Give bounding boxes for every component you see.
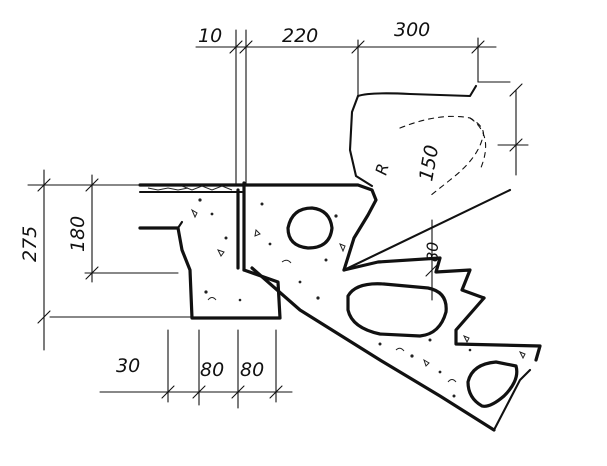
dim-bottom-80-left: 80 [200, 359, 224, 381]
dim-bottom-80-right: 80 [240, 359, 264, 381]
dim-top-220: 220 [282, 25, 318, 47]
upper-step-outline [348, 84, 487, 197]
stair-body-outline [138, 181, 542, 432]
dim-radius-r: R [372, 161, 393, 177]
dim-right-150: 150 [415, 143, 443, 183]
dimension-lines [27, 29, 529, 409]
oval-void [346, 282, 448, 338]
dim-left-180: 180 [67, 216, 89, 252]
concrete-texture [147, 185, 526, 398]
dim-top-10: 10 [198, 25, 222, 47]
lower-void [466, 360, 519, 408]
dim-bottom-30: 30 [116, 355, 140, 377]
voids [286, 206, 519, 408]
dim-top-300: 300 [394, 19, 430, 41]
dim-left-275: 275 [19, 226, 41, 262]
round-void [286, 206, 334, 250]
dim-rib-80: 80 [423, 242, 442, 262]
